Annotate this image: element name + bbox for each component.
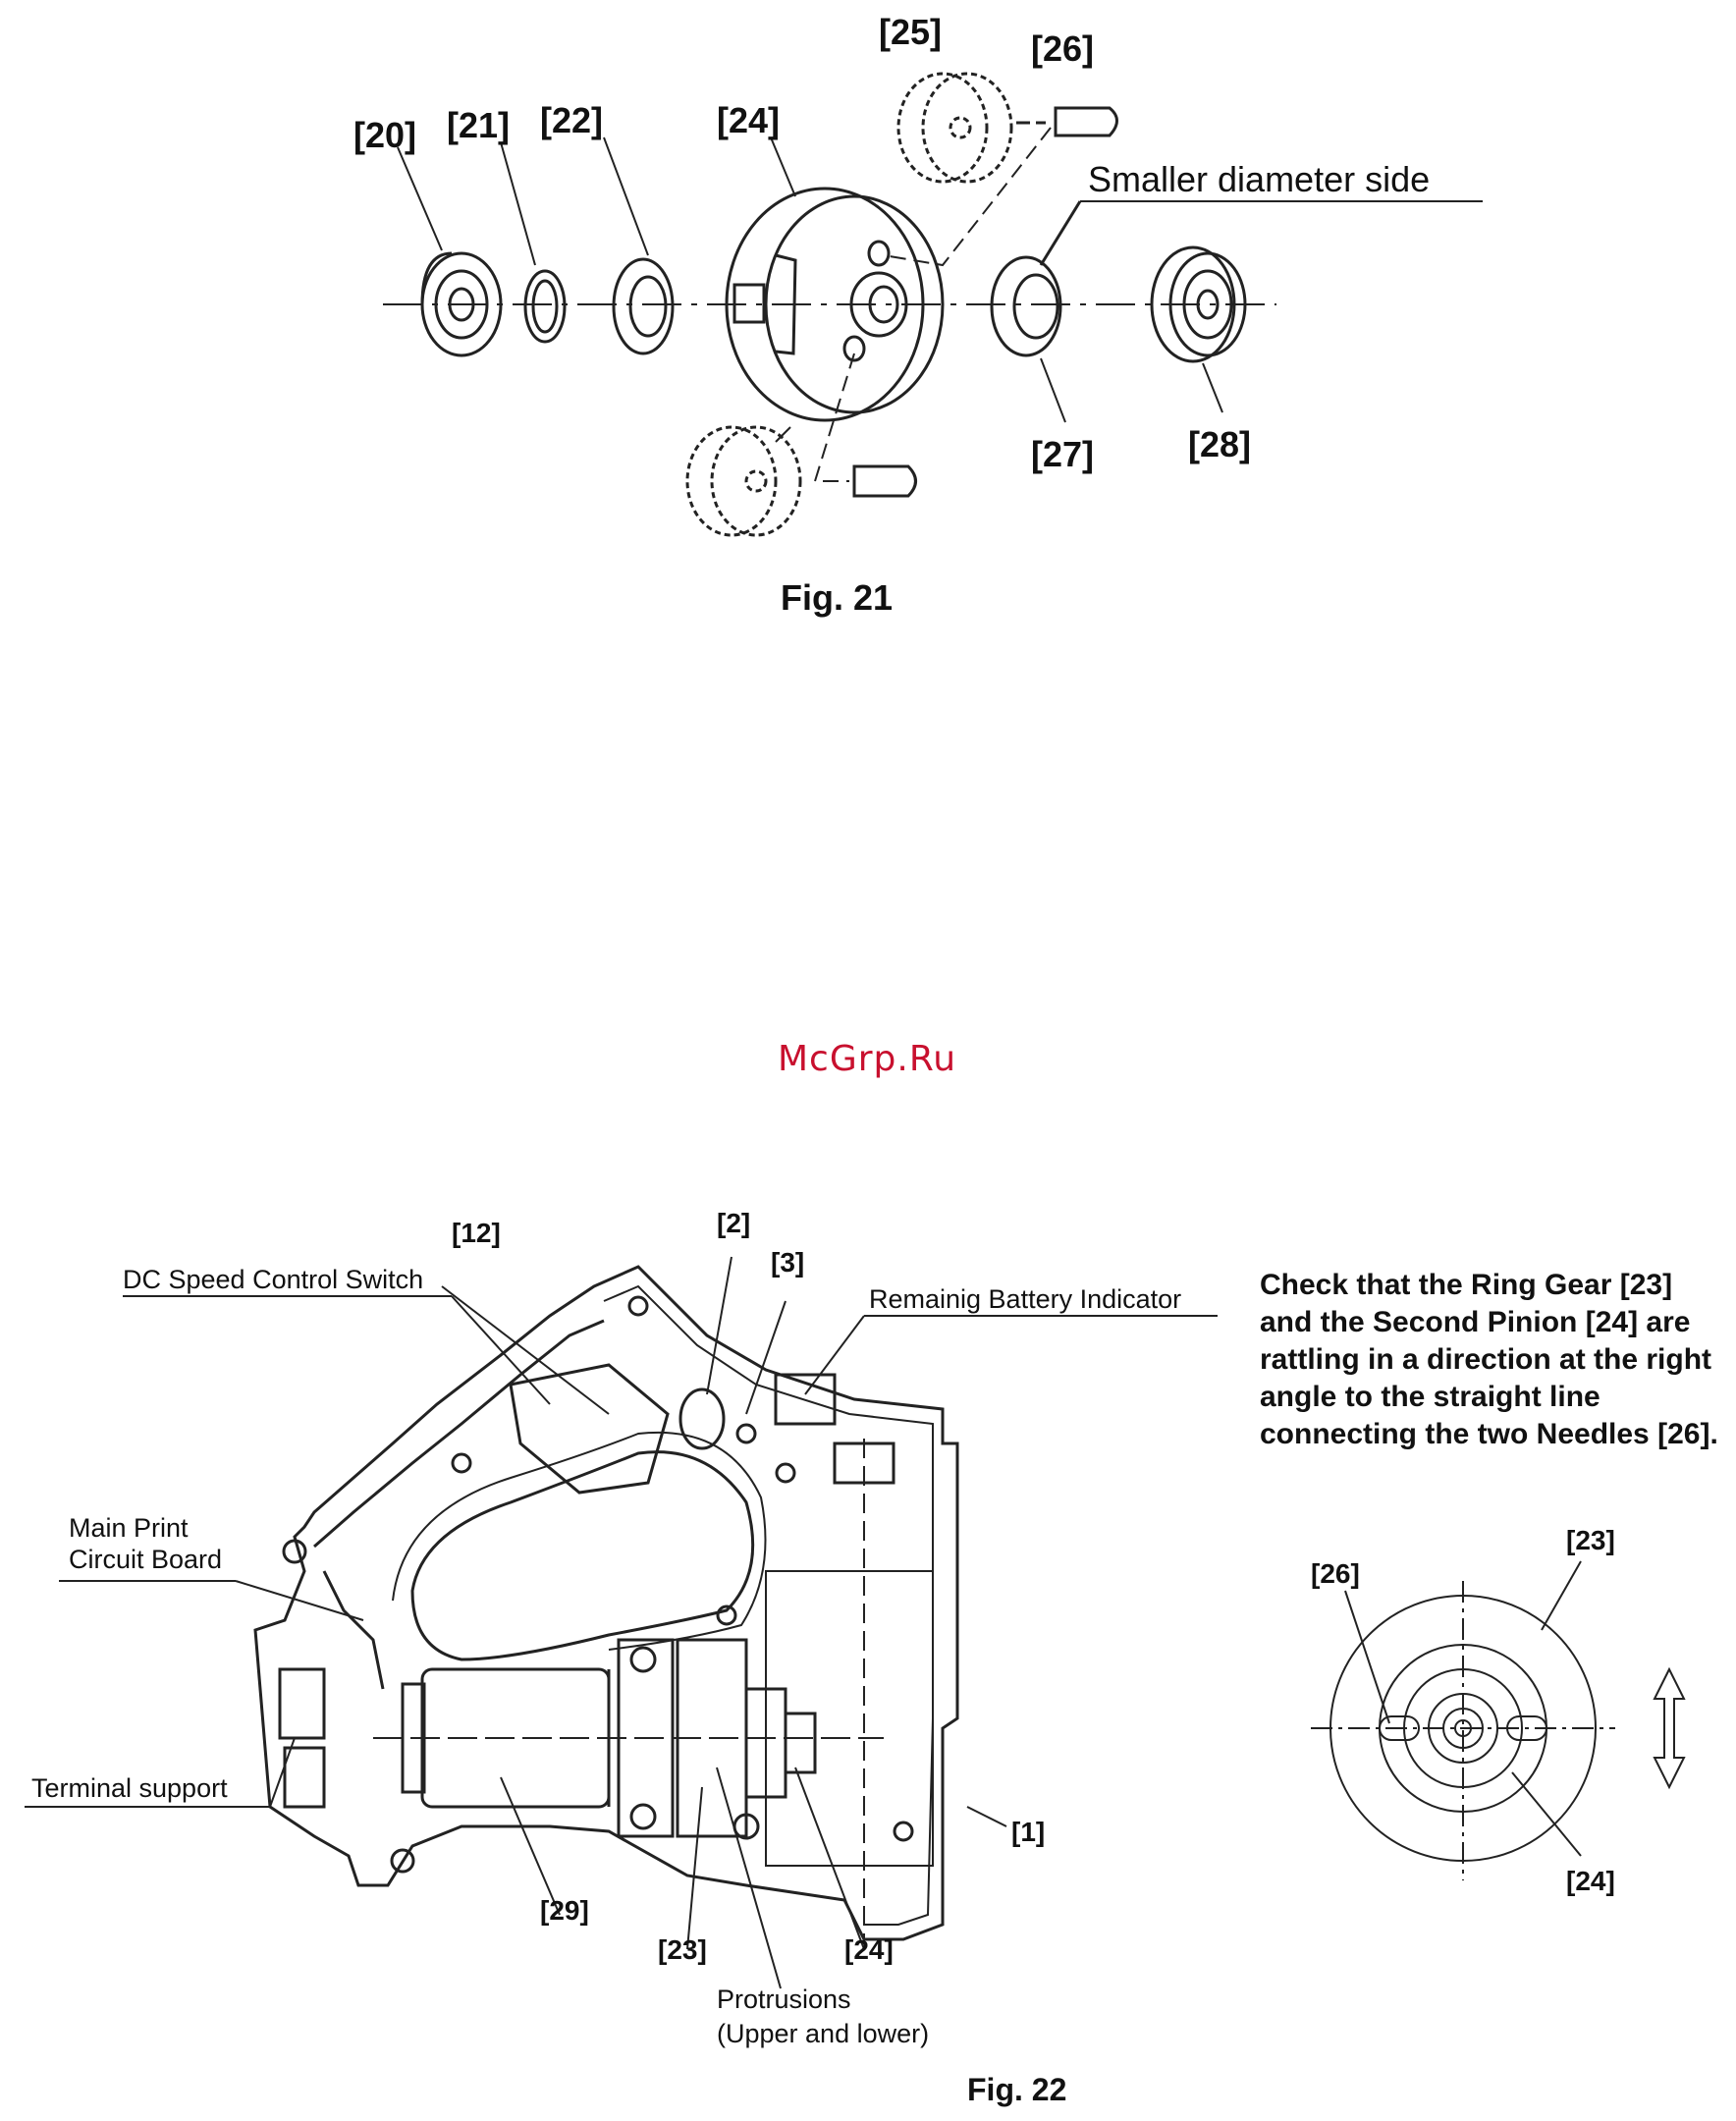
housing-outline: [253, 1265, 959, 1941]
detail-label-26: [26]: [1311, 1558, 1360, 1589]
fig22-label-1: [1]: [1011, 1817, 1045, 1847]
fig22-label-3: [3]: [771, 1247, 804, 1278]
gear-lower: [685, 425, 802, 537]
note-line-1: Check that the Ring Gear [23]: [1260, 1269, 1673, 1301]
fig21-label-25: [25]: [879, 12, 942, 52]
detail-view: [1311, 1560, 1686, 1880]
detail-label-24: [24]: [1566, 1866, 1615, 1896]
note-line-3: rattling in a direction at the right: [1260, 1343, 1712, 1376]
fig21-callout-smaller-diameter: Smaller diameter side: [1088, 159, 1430, 199]
fig21-label-24: [24]: [717, 100, 780, 140]
detail-label-23: [23]: [1566, 1525, 1615, 1555]
fig22-label-24: [24]: [844, 1934, 894, 1965]
fig22-label-29: [29]: [540, 1895, 589, 1926]
fig21-label-27: [27]: [1031, 434, 1094, 474]
note-line-4: angle to the straight line: [1260, 1381, 1600, 1413]
grip: [410, 1450, 755, 1661]
fig21-label-22: [22]: [540, 100, 603, 140]
fig22-label-2: [2]: [717, 1208, 750, 1238]
fig22-caption: Fig. 22: [967, 2072, 1067, 2107]
fig21-label-26: [26]: [1031, 28, 1094, 69]
pinion-24-detail: [1403, 1668, 1523, 1788]
retaining-ring-21: [523, 269, 567, 344]
washer-22: [612, 257, 675, 355]
needle-26: [1054, 106, 1118, 137]
note-line-2: and the Second Pinion [24] are: [1260, 1306, 1691, 1338]
fig22-callout-battery: Remainig Battery Indicator: [869, 1284, 1181, 1314]
fig22-note: Check that the Ring Gear [23] and the Se…: [1260, 1267, 1721, 1453]
fig22-callout-terminal: Terminal support: [31, 1773, 228, 1803]
fig21-label-20: [20]: [353, 115, 416, 155]
gear-25: [896, 72, 1013, 184]
bearing-20: [420, 251, 503, 357]
fig22-callout-pcb-2: Circuit Board: [69, 1545, 222, 1574]
bearing-28: [1150, 245, 1247, 363]
carrier-24: [725, 187, 945, 422]
fig22-callout-pcb-1: Main Print: [69, 1513, 189, 1543]
rattle-arrow-icon: [1653, 1666, 1686, 1790]
washer-27: [990, 255, 1062, 357]
fig22-label-23: [23]: [658, 1934, 707, 1965]
watermark: McGrp.Ru: [778, 1039, 957, 1079]
fig22-callout-protrusions-1: Protrusions: [717, 1985, 851, 2014]
needle-lower: [852, 464, 917, 498]
fig21-drawing: [20] [21] [22] [24] [25] [26] [27] [28] …: [353, 12, 1483, 537]
ring-gear-23-detail: [1329, 1595, 1597, 1862]
fig21-caption: Fig. 21: [781, 577, 894, 618]
note-line-5: connecting the two Needles [26].: [1260, 1418, 1718, 1450]
fig22-label-12: [12]: [452, 1218, 501, 1248]
fig21-label-21: [21]: [447, 105, 510, 145]
fig21-label-28: [28]: [1188, 424, 1251, 464]
fig22-callout-protrusions-2: (Upper and lower): [717, 2019, 929, 2048]
fig22-callout-dc-switch: DC Speed Control Switch: [123, 1265, 423, 1294]
